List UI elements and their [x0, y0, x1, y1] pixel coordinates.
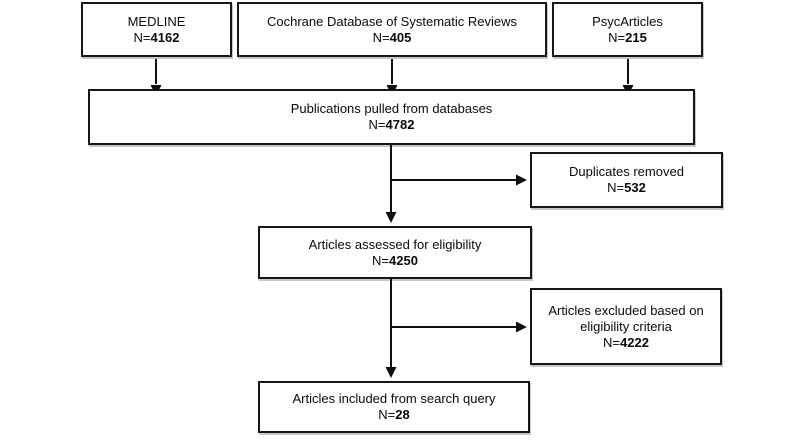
node-psycarticles: PsycArticles N=215	[552, 2, 703, 57]
arrowhead-icon	[516, 321, 527, 333]
node-articles-assessed: Articles assessed for eligibility N=4250	[258, 226, 532, 279]
node-count: N=405	[372, 29, 412, 45]
node-duplicates-removed: Duplicates removed N=532	[530, 152, 723, 208]
node-cochrane: Cochrane Database of Systematic Reviews …	[237, 2, 547, 57]
arrowhead-icon	[516, 174, 527, 186]
node-label: Publications pulled from databases	[290, 101, 493, 116]
node-articles-excluded: Articles excluded based on eligibility c…	[530, 288, 722, 365]
arrowhead-icon	[385, 212, 397, 223]
node-label: Duplicates removed	[569, 164, 684, 179]
node-count: N=4782	[368, 117, 415, 132]
node-label: Articles excluded based on eligibility c…	[548, 302, 704, 334]
node-count: N=4250	[372, 252, 418, 268]
node-count: N=4162	[133, 29, 180, 45]
node-count: N=4222	[603, 334, 649, 350]
node-label: PsycArticles	[592, 13, 663, 29]
node-publications-pulled: Publications pulled from databases N=478…	[88, 89, 695, 145]
node-count: N=28	[378, 407, 410, 422]
node-articles-included: Articles included from search query N=28	[258, 381, 530, 433]
node-count: N=532	[607, 180, 646, 195]
node-count: N=215	[608, 29, 647, 45]
node-label: MEDLINE	[127, 13, 186, 29]
node-medline: MEDLINE N=4162	[81, 2, 232, 57]
node-label: Articles assessed for eligibility	[308, 236, 482, 252]
arrowhead-icon	[385, 367, 397, 378]
node-label: Cochrane Database of Systematic Reviews	[266, 13, 517, 29]
node-label: Articles included from search query	[292, 391, 496, 406]
